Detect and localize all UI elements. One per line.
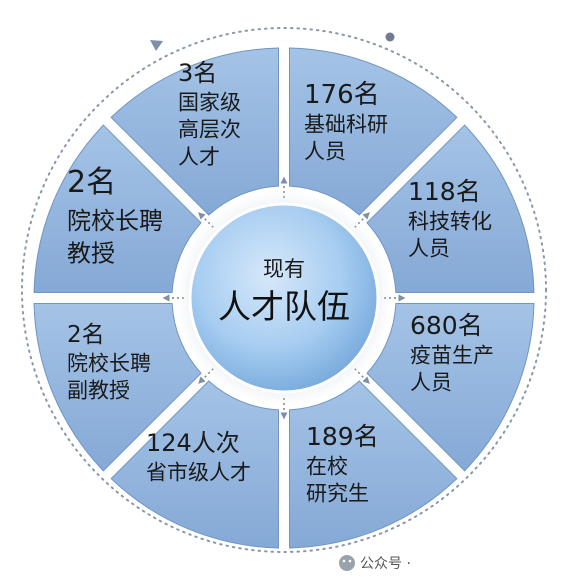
center-subtitle: 现有 (263, 257, 305, 281)
connector-3 (354, 368, 370, 384)
ring-start-dot (385, 32, 395, 42)
segment-8 (110, 47, 280, 216)
segment-count: 176名 (304, 80, 380, 110)
segment-line: 在校 (306, 454, 348, 478)
watermark: 公众号 · (339, 555, 411, 572)
segment-6 (33, 302, 202, 472)
segment-line: 教授 (67, 240, 115, 268)
segment-5 (110, 380, 280, 549)
connector-1 (354, 212, 370, 228)
ring-arrow-icon (150, 40, 163, 51)
segment-count: 2名 (67, 165, 116, 200)
outer-dotted-ring (21, 27, 547, 553)
segment-line: 疫苗生产 (410, 343, 494, 367)
segment-3 (366, 302, 535, 472)
segment-line: 基础科研 (304, 112, 388, 136)
segment-line: 人员 (408, 237, 450, 261)
segment-4 (288, 380, 458, 549)
connectors-layer (162, 176, 406, 420)
segment-line: 人员 (304, 140, 346, 164)
connector-5 (198, 368, 214, 384)
segment-1 (288, 47, 458, 216)
segment-line: 院校长聘 (67, 207, 163, 235)
segment-line: 高层次 (178, 118, 241, 142)
segment-count: 118名 (408, 177, 481, 206)
segment-count: 189名 (306, 422, 379, 451)
segments-layer: 176名基础科研人员118名科技转化人员680名疫苗生产人员189名在校研究生1… (33, 47, 535, 549)
segment-count: 124人次 (146, 429, 240, 457)
segment-line: 人员 (410, 371, 452, 395)
segment-line: 科技转化 (408, 209, 492, 233)
segment-line: 人才 (178, 145, 220, 169)
segment-count: 2名 (67, 322, 105, 348)
segment-7 (33, 124, 202, 294)
segment-line: 副教授 (67, 379, 130, 403)
center-circle (188, 202, 380, 394)
segment-count: 680名 (410, 311, 483, 340)
segment-line: 省市级人才 (146, 460, 251, 484)
segment-line: 研究生 (306, 482, 369, 506)
center-title: 人才队伍 (218, 287, 350, 326)
wechat-icon (339, 555, 355, 571)
segment-line: 国家级 (178, 90, 241, 114)
connector-7 (198, 212, 214, 228)
segment-line: 院校长聘 (67, 351, 151, 375)
segment-2 (366, 124, 535, 294)
watermark-text: 公众号 · (360, 556, 411, 572)
segment-count: 3名 (178, 59, 217, 87)
